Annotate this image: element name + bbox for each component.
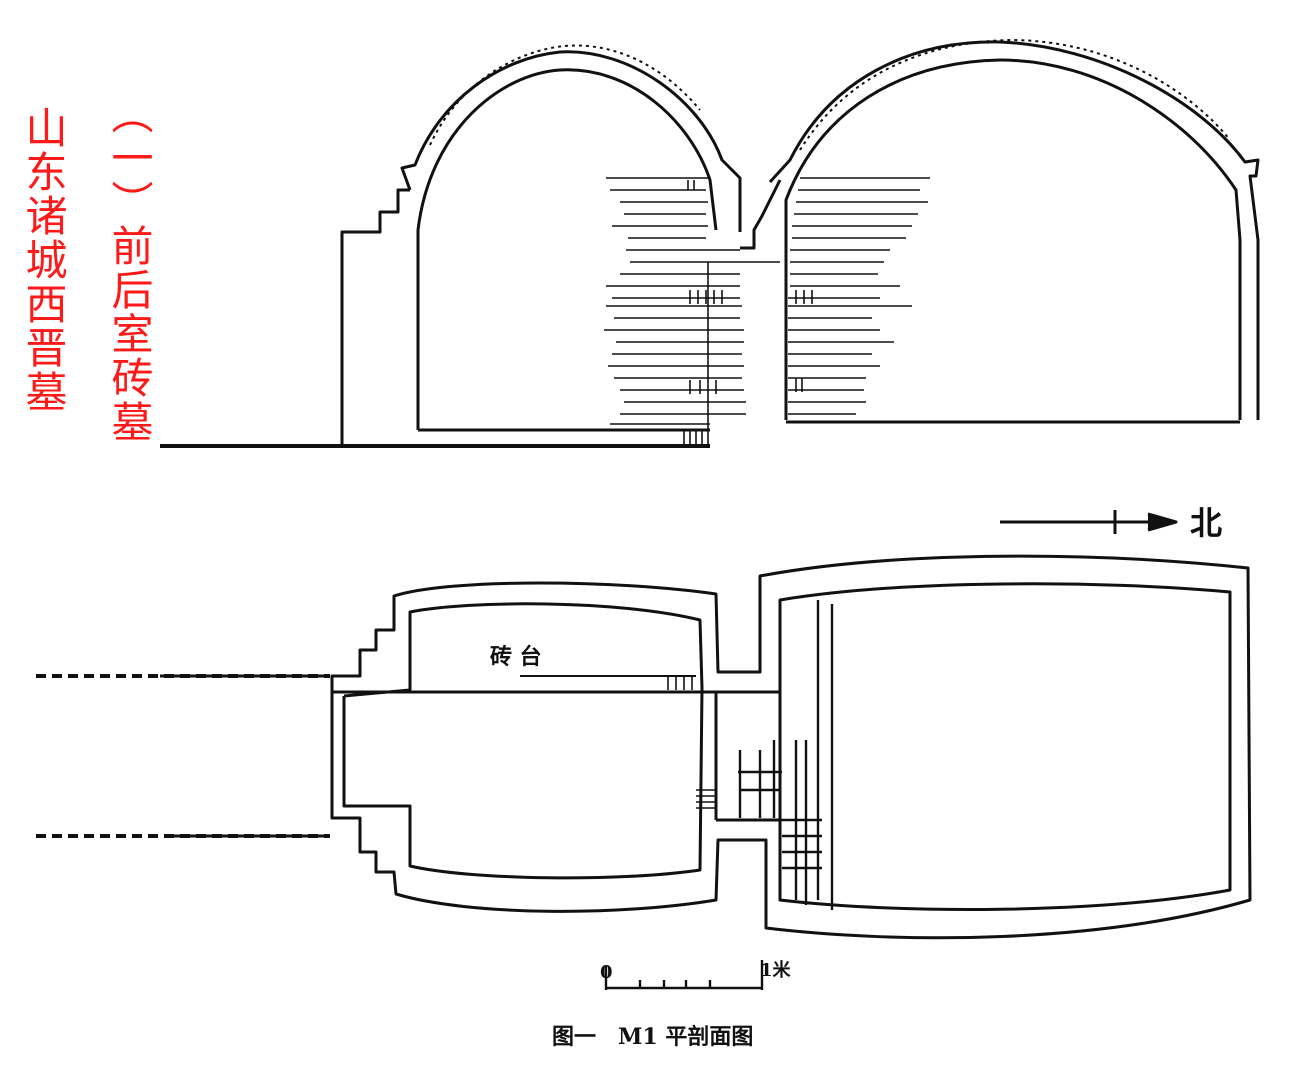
coffin-platform-lines	[738, 600, 834, 910]
scale-bar	[604, 960, 764, 990]
annotation-title-tomb-type: （一）前后室砖墓	[105, 92, 154, 444]
front-vault-inner	[416, 68, 718, 430]
brick-platform-ticks	[667, 676, 716, 809]
brick-platform-label: 砖 台	[490, 644, 542, 670]
passage-gap	[740, 179, 782, 250]
entrance-wall-section	[340, 188, 410, 446]
rear-vault-inner	[784, 58, 1242, 420]
rear-chamber-inner	[778, 582, 1232, 911]
rear-vault-outer	[768, 40, 1260, 420]
rear-vault-fill-dots	[799, 39, 1231, 151]
figure-caption: 图一 M1 平剖面图	[552, 1024, 753, 1050]
brick-courses	[604, 177, 930, 444]
plan-view	[36, 510, 1252, 990]
front-vault-outer	[400, 50, 742, 232]
north-arrow	[1000, 510, 1178, 534]
annotation-title-site: 山东诸城西晋墓	[19, 106, 68, 414]
front-vault-fill-dots	[429, 44, 701, 146]
scale-one-meter-label: 1米	[760, 959, 792, 981]
section-view	[160, 39, 1260, 448]
front-chamber-inner	[342, 602, 704, 880]
connecting-passage	[716, 692, 782, 822]
front-chamber-outer-wall	[330, 554, 1252, 940]
north-label: 北	[1190, 504, 1222, 542]
scale-zero-label: 0	[600, 962, 613, 983]
